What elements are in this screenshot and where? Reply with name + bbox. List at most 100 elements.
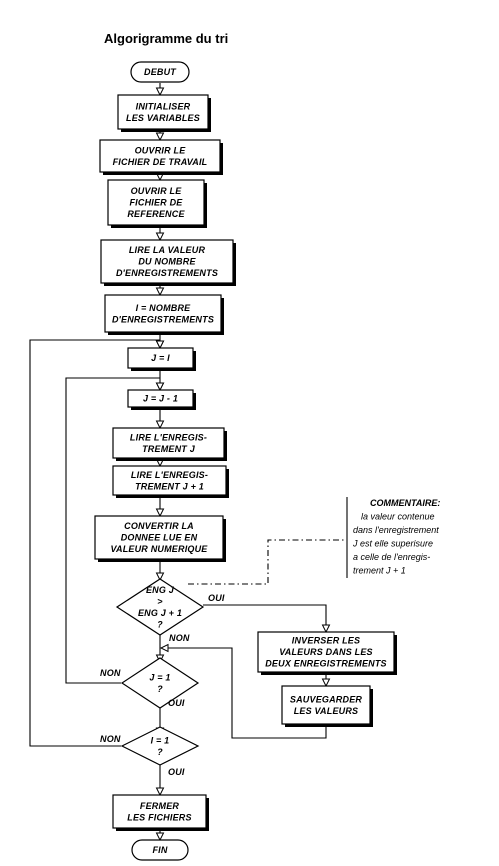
j-one-no-label: NON bbox=[100, 668, 121, 678]
diagram-title: Algorigramme du tri bbox=[104, 31, 228, 46]
comment-line-3: dans l'enregistrement bbox=[353, 525, 439, 535]
box-frame bbox=[94, 515, 224, 560]
compare-decision: ENG J> ENG J + 1? bbox=[115, 578, 205, 636]
arrowhead bbox=[155, 87, 165, 97]
save-return-connector bbox=[167, 647, 327, 739]
close-label-line-1: FERMER bbox=[140, 801, 179, 811]
arrowhead bbox=[155, 787, 165, 797]
save-label-line-1: SAUVEGARDER bbox=[290, 694, 363, 704]
start-terminal-label: DEBUT bbox=[144, 67, 177, 77]
j-one-label-line-2: ? bbox=[157, 684, 163, 694]
decision-shape bbox=[120, 726, 200, 766]
open-ref-label-line-3: REFERENCE bbox=[127, 209, 185, 219]
box-frame bbox=[104, 294, 222, 333]
arrowhead bbox=[155, 340, 165, 350]
compare-no-label: NON bbox=[169, 633, 190, 643]
j-one-label-line-1: J = 1 bbox=[149, 672, 170, 682]
box-frame bbox=[112, 465, 227, 496]
close-label-line-2: LES FICHIERS bbox=[127, 812, 191, 822]
comment-block: COMMENTAIRE: la valeur contenue dans l'enr… bbox=[346, 497, 440, 578]
compare-yes-label: OUI bbox=[208, 593, 225, 603]
end-terminal-label: FIN bbox=[152, 845, 167, 855]
comment-line-1: COMMENTAIRE: bbox=[370, 498, 440, 508]
start-terminal: DEBUT bbox=[130, 61, 190, 83]
box-frame bbox=[100, 239, 234, 284]
swap-label-line-1: INVERSER LES bbox=[292, 636, 360, 646]
convert-label-line-1: CONVERTIR LA bbox=[124, 521, 194, 531]
read-count-label-line-3: D'ENREGISTREMENTS bbox=[116, 268, 218, 278]
open-ref-label-line-2: FICHIER DE bbox=[129, 198, 183, 208]
set-i-label-line-2: D'ENREGISTREMENTS bbox=[112, 314, 214, 324]
arrowhead bbox=[159, 643, 169, 653]
dec-j-box: J = J - 1 bbox=[127, 389, 196, 410]
arrowhead bbox=[155, 832, 165, 842]
read-j-label-line-1: LIRE L'ENREGIS- bbox=[130, 432, 207, 442]
init-label-line-1: INITIALISER bbox=[136, 101, 191, 111]
i-one-decision: I = 1? bbox=[120, 726, 200, 766]
i-one-label-line-2: ? bbox=[157, 747, 163, 757]
arrowhead bbox=[155, 287, 165, 297]
read-j1-label-line-2: TREMENT J + 1 bbox=[135, 481, 204, 491]
swap-label-line-3: DEUX ENREGISTREMENTS bbox=[265, 659, 387, 669]
compare-label-line-3: ENG J + 1 bbox=[138, 608, 182, 618]
i-one-label-line-1: I = 1 bbox=[151, 735, 170, 745]
open-work-box: OUVRIR LE FICHIER DE TRAVAIL bbox=[99, 139, 223, 175]
dec-j-label-line-1: J = J - 1 bbox=[143, 394, 178, 404]
box-frame bbox=[257, 631, 395, 673]
read-j1-label-line-1: LIRE L'ENREGIS- bbox=[131, 470, 208, 480]
set-i-label-line-1: I = NOMBRE bbox=[136, 303, 192, 313]
comment-pointer bbox=[188, 539, 344, 585]
set-j-box: J = I bbox=[127, 347, 196, 371]
comment-line-6: trement J + 1 bbox=[353, 566, 406, 576]
arrowhead bbox=[155, 572, 165, 582]
inner-loop-connector bbox=[65, 377, 160, 684]
arrowhead bbox=[155, 132, 165, 142]
box-frame bbox=[127, 389, 194, 408]
save-box: SAUVEGARDER LES VALEURS bbox=[281, 685, 373, 727]
box-frame bbox=[99, 139, 221, 173]
box-frame bbox=[281, 685, 371, 725]
decision-shape bbox=[120, 657, 200, 709]
convert-label-line-3: VALEUR NUMERIQUE bbox=[110, 544, 208, 554]
arrowhead bbox=[155, 382, 165, 392]
arrowhead bbox=[155, 232, 165, 242]
i-one-no-label: NON bbox=[100, 734, 121, 744]
box-frame bbox=[127, 347, 194, 369]
compare-label-line-2: > bbox=[157, 596, 163, 606]
j-one-decision: J = 1? bbox=[120, 657, 200, 709]
comment-line-5: a celle de l'enregis- bbox=[353, 552, 430, 562]
read-j-box: LIRE L'ENREGIS- TREMENT J bbox=[112, 427, 227, 461]
open-work-label-line-1: OUVRIR LE bbox=[135, 145, 187, 155]
read-j-label-line-2: TREMENT J bbox=[142, 444, 196, 454]
j-one-yes-label: OUI bbox=[168, 698, 185, 708]
set-j-label-line-1: J = I bbox=[151, 353, 170, 363]
compare-label-line-4: ? bbox=[157, 619, 163, 629]
save-label-line-2: LES VALEURS bbox=[294, 706, 359, 716]
box-frame bbox=[117, 94, 209, 130]
arrowhead bbox=[155, 420, 165, 430]
compare-yes-connector bbox=[203, 604, 327, 632]
compare-label-line-1: ENG J bbox=[146, 585, 175, 595]
arrowhead bbox=[155, 508, 165, 518]
read-j1-box: LIRE L'ENREGIS-TREMENT J + 1 bbox=[112, 465, 229, 498]
arrowhead bbox=[321, 678, 331, 688]
open-work-label-line-2: FICHIER DE TRAVAIL bbox=[113, 157, 208, 167]
decision-shape bbox=[115, 578, 205, 636]
comment-line-4: J est elle superisure bbox=[352, 539, 433, 549]
read-count-label-line-1: LIRE LA VALEUR bbox=[129, 245, 206, 255]
box-frame bbox=[112, 427, 225, 459]
end-terminal-shape bbox=[131, 839, 189, 861]
end-terminal: FIN bbox=[131, 839, 189, 861]
comment-line-2: la valeur contenue bbox=[361, 512, 435, 522]
outer-loop-connector bbox=[29, 339, 160, 747]
